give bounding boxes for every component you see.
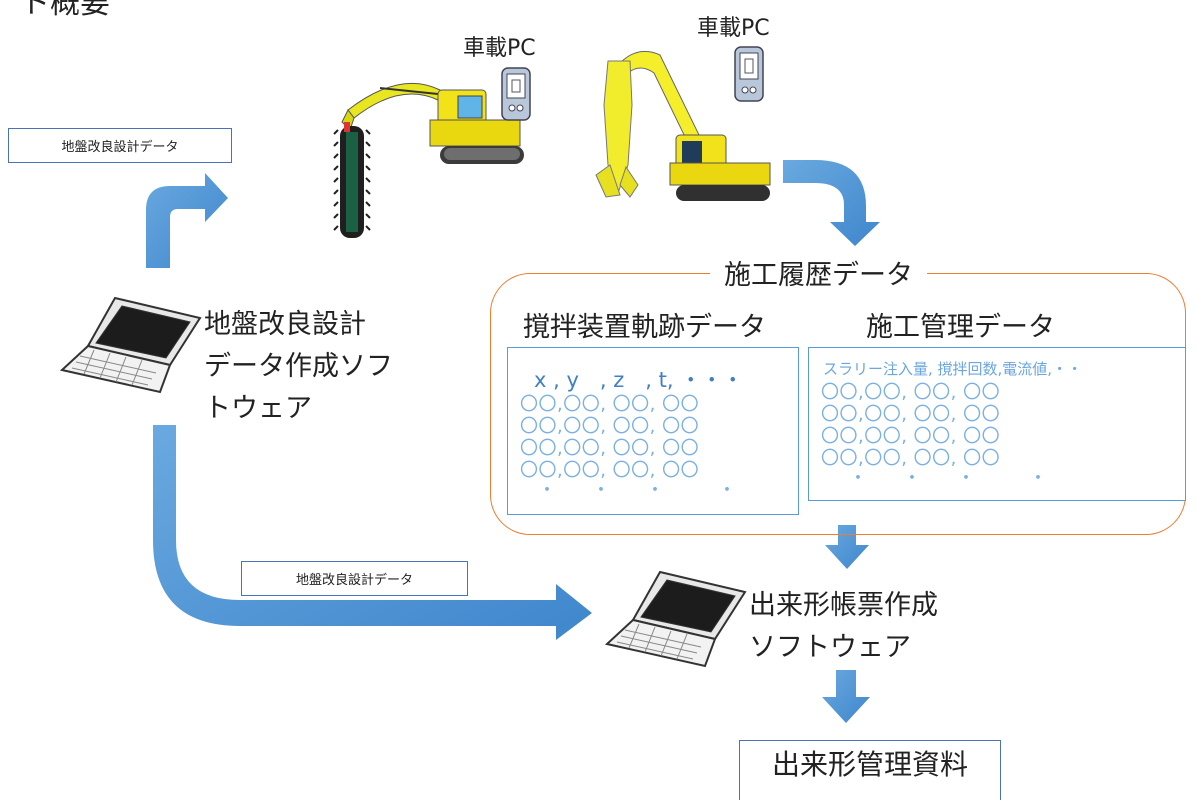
tablet-icon-2 bbox=[734, 46, 764, 102]
management-row: 〇〇,〇〇, 〇〇, 〇〇 bbox=[821, 426, 1001, 447]
page-title: ト概要 bbox=[20, 0, 110, 21]
history-down-arrow bbox=[783, 160, 880, 246]
trajectory-row: 〇〇,〇〇, 〇〇, 〇〇 bbox=[520, 460, 700, 481]
management-header: スラリー注入量, 撹拌回数,電流値,・・ bbox=[823, 360, 1083, 378]
trajectory-row: 〇〇,〇〇, 〇〇, 〇〇 bbox=[520, 438, 700, 459]
laptop-icon-2 bbox=[605, 570, 747, 668]
management-row: 〇〇,〇〇, 〇〇, 〇〇 bbox=[821, 404, 1001, 425]
report-software-label: 出来形帳票作成 ソフトウェア bbox=[749, 585, 938, 669]
design-data-up-arrow bbox=[146, 173, 228, 268]
vehicle-pc-label-2: 車載PC bbox=[697, 16, 770, 41]
design-software-line3: トウェア bbox=[204, 393, 312, 424]
trajectory-dots: ・ ・ ・ ・ bbox=[538, 480, 736, 501]
tablet-icon-1 bbox=[501, 67, 531, 121]
output-document-label: 出来形管理資料 bbox=[771, 748, 968, 781]
excavator-icon-2 bbox=[595, 50, 771, 201]
trajectory-row: 〇〇,〇〇, 〇〇, 〇〇 bbox=[520, 394, 700, 415]
design-software-line2: データ作成ソフ bbox=[204, 351, 393, 382]
trajectory-header: x , y , z , t, ・・・ bbox=[534, 368, 744, 392]
excavator-icon-1 bbox=[333, 82, 524, 238]
design-data-label-bottom: 地盤改良設計データ bbox=[241, 561, 468, 596]
trajectory-data-box: x , y , z , t, ・・・ 〇〇,〇〇, 〇〇, 〇〇 〇〇,〇〇, … bbox=[507, 347, 799, 515]
design-software-label: 地盤改良設計 データ作成ソフ トウェア bbox=[204, 304, 393, 430]
trajectory-row: 〇〇,〇〇, 〇〇, 〇〇 bbox=[520, 416, 700, 437]
management-dots: ・ ・ ・ ・ bbox=[849, 468, 1047, 489]
management-row: 〇〇,〇〇, 〇〇, 〇〇 bbox=[821, 448, 1001, 469]
output-document-box: 出来形管理資料 bbox=[739, 740, 1001, 800]
history-group-title: 施工履歴データ bbox=[710, 253, 927, 292]
trajectory-title: 撹拌装置軌跡データ bbox=[523, 312, 766, 343]
report-to-output-arrow bbox=[822, 670, 870, 723]
design-data-label-top: 地盤改良設計データ bbox=[8, 128, 232, 163]
vehicle-pc-label-1: 車載PC bbox=[463, 36, 536, 61]
laptop-icon-1 bbox=[60, 296, 202, 394]
management-row: 〇〇,〇〇, 〇〇, 〇〇 bbox=[821, 382, 1001, 403]
report-software-line1: 出来形帳票作成 bbox=[749, 590, 938, 621]
history-to-report-arrow bbox=[825, 525, 869, 569]
report-software-line2: ソフトウェア bbox=[749, 632, 911, 663]
design-to-report-arrow bbox=[153, 425, 592, 640]
design-software-line1: 地盤改良設計 bbox=[204, 309, 366, 340]
management-title: 施工管理データ bbox=[866, 312, 1055, 343]
management-data-box: スラリー注入量, 撹拌回数,電流値,・・ 〇〇,〇〇, 〇〇, 〇〇 〇〇,〇〇… bbox=[808, 347, 1186, 501]
